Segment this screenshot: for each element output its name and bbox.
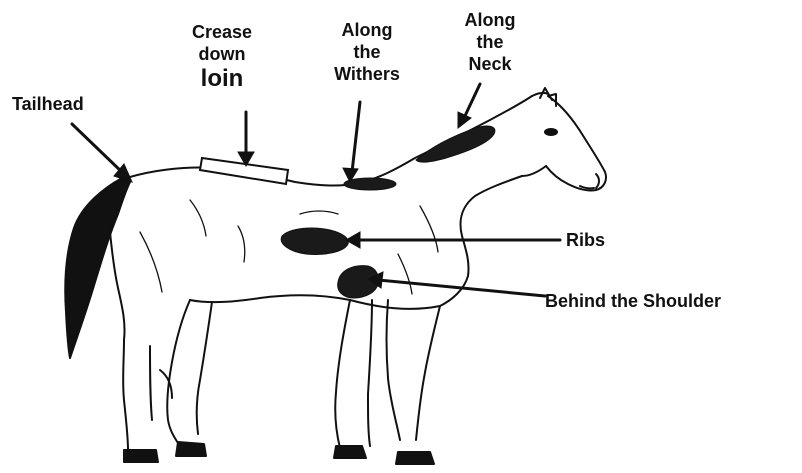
horse-front-leg-far	[335, 300, 372, 448]
horse-body-sketch-2	[190, 200, 206, 236]
horse-throat	[461, 176, 522, 276]
horse-tail	[65, 178, 130, 358]
label-crease-line-2: down	[170, 44, 274, 66]
label-tailhead: Tailhead	[12, 94, 84, 116]
arrow-ribs-head	[346, 232, 360, 248]
horse-hoof-4	[396, 452, 434, 464]
label-crease-line-3: loin	[170, 66, 274, 91]
horse-mouth	[580, 186, 594, 188]
label-crease-line-1: Crease	[170, 22, 274, 44]
horse-body-sketch-4	[420, 206, 438, 252]
label-tailhead-text: Tailhead	[12, 94, 84, 116]
label-along-the-neck: Along the Neck	[448, 10, 532, 76]
horse-hind-leg-near	[123, 300, 196, 452]
arrow-tailhead-line	[72, 124, 124, 174]
label-crease-down-loin: Crease down loin	[170, 22, 274, 91]
horse-body-sketch-3	[238, 226, 245, 262]
horse-hoof-1	[124, 450, 158, 462]
horse-jaw	[522, 166, 546, 176]
label-neck-line-3: Neck	[448, 54, 532, 76]
label-ribs-text: Ribs	[566, 230, 605, 252]
label-behind-the-shoulder: Behind the Shoulder	[545, 291, 721, 313]
label-shoulder-text: Behind the Shoulder	[545, 291, 721, 313]
label-withers-line-2: the	[312, 42, 422, 64]
arrow-neck-line	[464, 84, 480, 118]
horse-eye	[545, 129, 557, 135]
label-neck-line-1: Along	[448, 10, 532, 32]
fat-patch-ribs	[281, 228, 348, 255]
horse-body-sketch-1	[140, 232, 162, 292]
label-along-the-withers: Along the Withers	[312, 20, 422, 86]
fat-patch-neck	[416, 126, 495, 162]
arrow-withers-line	[352, 102, 360, 172]
horse-front-leg-near	[387, 300, 441, 440]
horse-body-sketch-5	[300, 211, 338, 214]
label-ribs: Ribs	[566, 230, 605, 252]
horse-muzzle	[596, 174, 599, 188]
arrow-shoulder-line	[378, 280, 545, 296]
label-withers-line-3: Withers	[312, 64, 422, 86]
horse-belly	[190, 295, 440, 309]
horse-neck-top	[532, 93, 548, 96]
horse-chest	[440, 276, 468, 306]
horse-body-sketch-6	[398, 254, 412, 294]
horse-hoof-2	[176, 442, 206, 456]
label-withers-line-1: Along	[312, 20, 422, 42]
horse-hoof-3	[334, 446, 366, 458]
label-neck-line-2: the	[448, 32, 532, 54]
